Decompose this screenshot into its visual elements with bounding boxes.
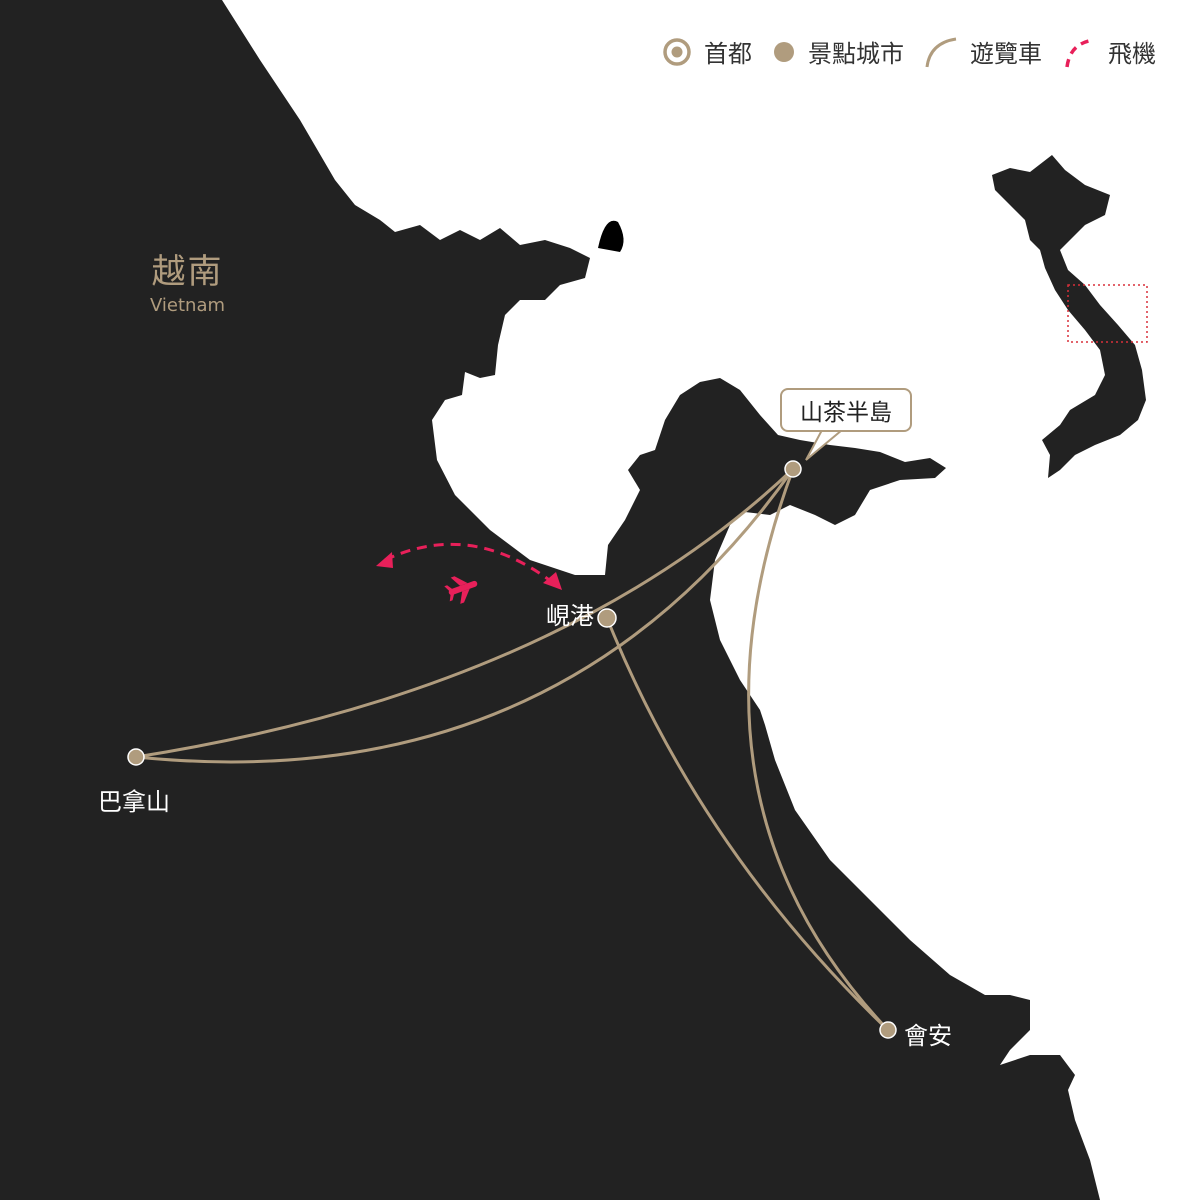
country-label: 越南 Vietnam: [150, 244, 225, 316]
city-dot-bana[interactable]: [127, 748, 145, 766]
city-dot-danang[interactable]: [597, 608, 617, 628]
legend-capital: 首都: [662, 34, 752, 69]
legend-city: 景點城市: [772, 34, 904, 69]
city-dot-sontra[interactable]: [784, 460, 802, 478]
arrowhead-icon: [543, 572, 562, 590]
flight-route: [376, 542, 562, 604]
legend-flight: 飛機: [1062, 34, 1156, 69]
label-sontra: 山茶半島: [800, 400, 892, 426]
label-hoian: 會安: [904, 1022, 952, 1050]
legend-label: 首都: [704, 40, 752, 68]
legend-bus: 遊覽車: [924, 34, 1042, 69]
route-sontra-bana-via-danang: [135, 467, 795, 759]
flight-route-icon: [1065, 37, 1095, 67]
land-mass: [0, 0, 1100, 1200]
city-dot-icon: [774, 41, 794, 62]
label-danang: 峴港: [546, 602, 594, 630]
label-sontra-callout: 山茶半島: [780, 388, 912, 432]
arrowhead-icon: [376, 552, 393, 568]
legend-label: 遊覽車: [970, 40, 1042, 68]
route-sontra-hoian: [747, 468, 890, 1032]
legend-label: 飛機: [1108, 40, 1156, 68]
capital-icon: [663, 37, 691, 66]
vietnam-minimap: [992, 155, 1146, 478]
airplane-icon: [444, 576, 478, 604]
route-sontra-bana: [135, 468, 795, 764]
route-danang-hoian: [605, 617, 890, 1032]
city-dot-hoian[interactable]: [879, 1021, 897, 1039]
bus-route-icon: [925, 37, 957, 67]
bus-routes: [135, 467, 890, 1032]
country-name-en: Vietnam: [150, 295, 226, 316]
country-name-zh: 越南: [151, 252, 224, 292]
legend: 首都 景點城市 遊覽車 飛機: [652, 34, 1156, 69]
focus-area-box: [1067, 284, 1148, 343]
legend-label: 景點城市: [808, 40, 904, 68]
island: [598, 220, 624, 252]
label-bana: 巴拿山: [98, 788, 170, 816]
